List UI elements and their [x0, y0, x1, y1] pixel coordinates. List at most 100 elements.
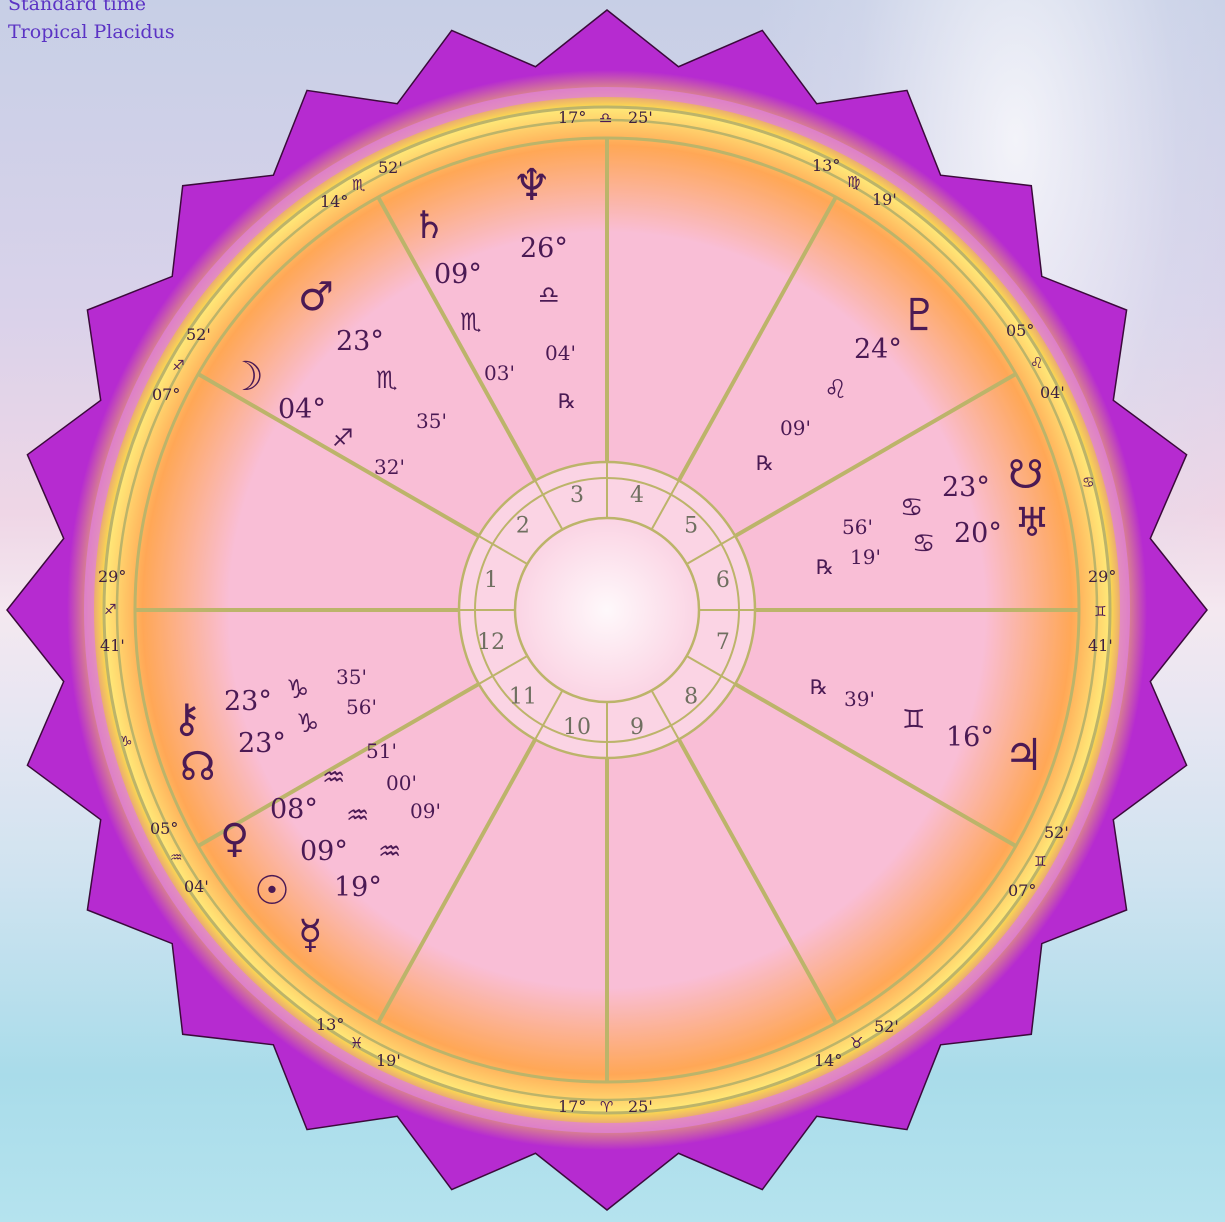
cusp-2-degree: 05°: [150, 819, 178, 838]
sagittarius-icon: ♐: [332, 424, 354, 452]
house-number-10: 10: [563, 715, 591, 740]
cusp-8-minutes: 04': [1040, 383, 1065, 402]
cusp-5-degree: 14°: [814, 1051, 842, 1070]
scorpio-icon: ♏: [352, 176, 366, 194]
mercury-minutes: 09': [410, 799, 441, 823]
uranus-minutes: 19': [850, 545, 881, 569]
south-node-icon: ☋: [1008, 452, 1044, 498]
libra-icon: ♎: [538, 281, 560, 309]
libra-icon: ♎: [599, 109, 612, 127]
saturn-minutes: 03': [484, 361, 515, 385]
sun-icon: ☉: [254, 868, 290, 914]
cusp-dsc-degree: 29°: [1088, 567, 1116, 586]
retrograde-icon: ℞: [816, 555, 834, 579]
cusp-6-degree: 07°: [1008, 881, 1036, 900]
capricorn-icon: ♑: [296, 709, 319, 739]
cusp-9-degree: 13°: [812, 156, 840, 175]
cusp-asc-minutes: 41': [100, 636, 125, 655]
pisces-icon: ♓: [350, 1034, 363, 1052]
jupiter-degree: 16°: [946, 722, 994, 753]
north-node-icon: ☊: [180, 744, 216, 790]
house-number-11: 11: [509, 685, 537, 710]
cusp-3-degree: 13°: [316, 1015, 344, 1034]
capricorn-cusp-icon: ♑: [120, 734, 133, 750]
cusp-6-minutes: 52': [1044, 823, 1069, 842]
sun-minutes: 00': [386, 771, 417, 795]
sagittarius-icon: ♐: [172, 358, 185, 374]
jupiter-icon: ♃: [1004, 730, 1043, 781]
aquarius-icon: ♒: [170, 850, 183, 866]
leo-icon: ♌: [824, 375, 847, 405]
aquarius-icon: ♒: [378, 837, 401, 867]
house-number-6: 6: [716, 568, 730, 593]
mars-degree: 23°: [336, 326, 384, 357]
cusp-5-minutes: 52': [874, 1017, 899, 1036]
retrograde-icon: ℞: [756, 451, 774, 475]
mercury-icon: ☿: [298, 912, 323, 958]
leo-icon: ♌: [1030, 354, 1043, 372]
pluto-minutes: 09': [780, 416, 811, 440]
gemini-icon: ♊: [1094, 604, 1107, 620]
cusp-mc: 17° ♎ 25': [558, 108, 653, 127]
chiron-icon: ⚷: [172, 696, 201, 742]
cusp-mc-minutes: 25': [628, 108, 653, 127]
cusp-dsc-minutes: 41': [1088, 636, 1113, 655]
sun-degree: 09°: [300, 836, 348, 867]
cusp-ic-degree: 17°: [558, 1097, 586, 1116]
saturn-degree: 09°: [434, 259, 482, 290]
house-number-8: 8: [684, 685, 698, 710]
cusp-11-minutes: 52': [378, 158, 403, 177]
saturn-icon: ♄: [412, 203, 446, 247]
moon-degree: 04°: [278, 394, 326, 425]
cusp-11-degree: 14°: [320, 192, 348, 211]
scorpio-icon: ♏: [460, 308, 482, 336]
mars-minutes: 35': [416, 409, 447, 433]
north-node-degree: 23°: [238, 728, 286, 759]
chiron-minutes: 35': [336, 665, 367, 689]
south-node-minutes: 56': [842, 515, 873, 539]
venus-icon: ♀: [220, 816, 249, 862]
house-number-5: 5: [684, 513, 698, 538]
neptune-icon: ♆: [512, 160, 551, 211]
inner-hub: [515, 518, 699, 702]
retrograde-icon: ℞: [810, 675, 828, 699]
jupiter-minutes: 39': [844, 687, 875, 711]
neptune-minutes: 04': [545, 341, 576, 365]
uranus-icon: ♅: [1014, 500, 1050, 546]
aquarius-icon: ♒: [322, 763, 345, 793]
house-number-2: 2: [516, 513, 530, 538]
capricorn-icon: ♑: [286, 675, 309, 705]
house-number-12: 12: [477, 630, 505, 655]
cancer-icon: ♋: [912, 529, 935, 559]
scorpio-icon: ♏: [376, 366, 398, 394]
gemini-icon: ♊: [1034, 854, 1047, 870]
virgo-icon: ♍: [847, 173, 860, 191]
taurus-icon: ♉: [850, 1034, 863, 1052]
cusp-12-degree: 07°: [152, 385, 180, 404]
cusp-mc-degree: 17°: [558, 108, 586, 127]
cusp-2-minutes: 04': [184, 877, 209, 896]
aries-icon: ♈: [600, 1098, 613, 1116]
moon-minutes: 32': [374, 455, 405, 479]
uranus-degree: 20°: [954, 518, 1002, 549]
retrograde-icon: ℞: [558, 389, 576, 413]
cusp-asc-degree: 29°: [98, 567, 126, 586]
cusp-3-minutes: 19': [376, 1051, 401, 1070]
cusp-12-minutes: 52': [186, 325, 211, 344]
house-number-9: 9: [630, 715, 644, 740]
cusp-8-degree: 05°: [1006, 321, 1034, 340]
gemini-icon: ♊: [902, 705, 925, 735]
venus-minutes: 51': [366, 739, 397, 763]
house-number-7: 7: [716, 630, 730, 655]
cancer-icon: ♋: [1082, 475, 1095, 491]
south-node-degree: 23°: [942, 472, 990, 503]
mercury-degree: 19°: [334, 872, 382, 903]
sagittarius-icon: ♐: [104, 602, 117, 618]
cusp-ic: 17° ♈ 25': [558, 1097, 653, 1116]
house-number-3: 3: [570, 483, 584, 508]
pluto-icon: ♇: [900, 290, 939, 341]
chiron-degree: 23°: [224, 686, 272, 717]
mars-icon: ♂: [298, 274, 334, 320]
house-number-1: 1: [484, 568, 498, 593]
